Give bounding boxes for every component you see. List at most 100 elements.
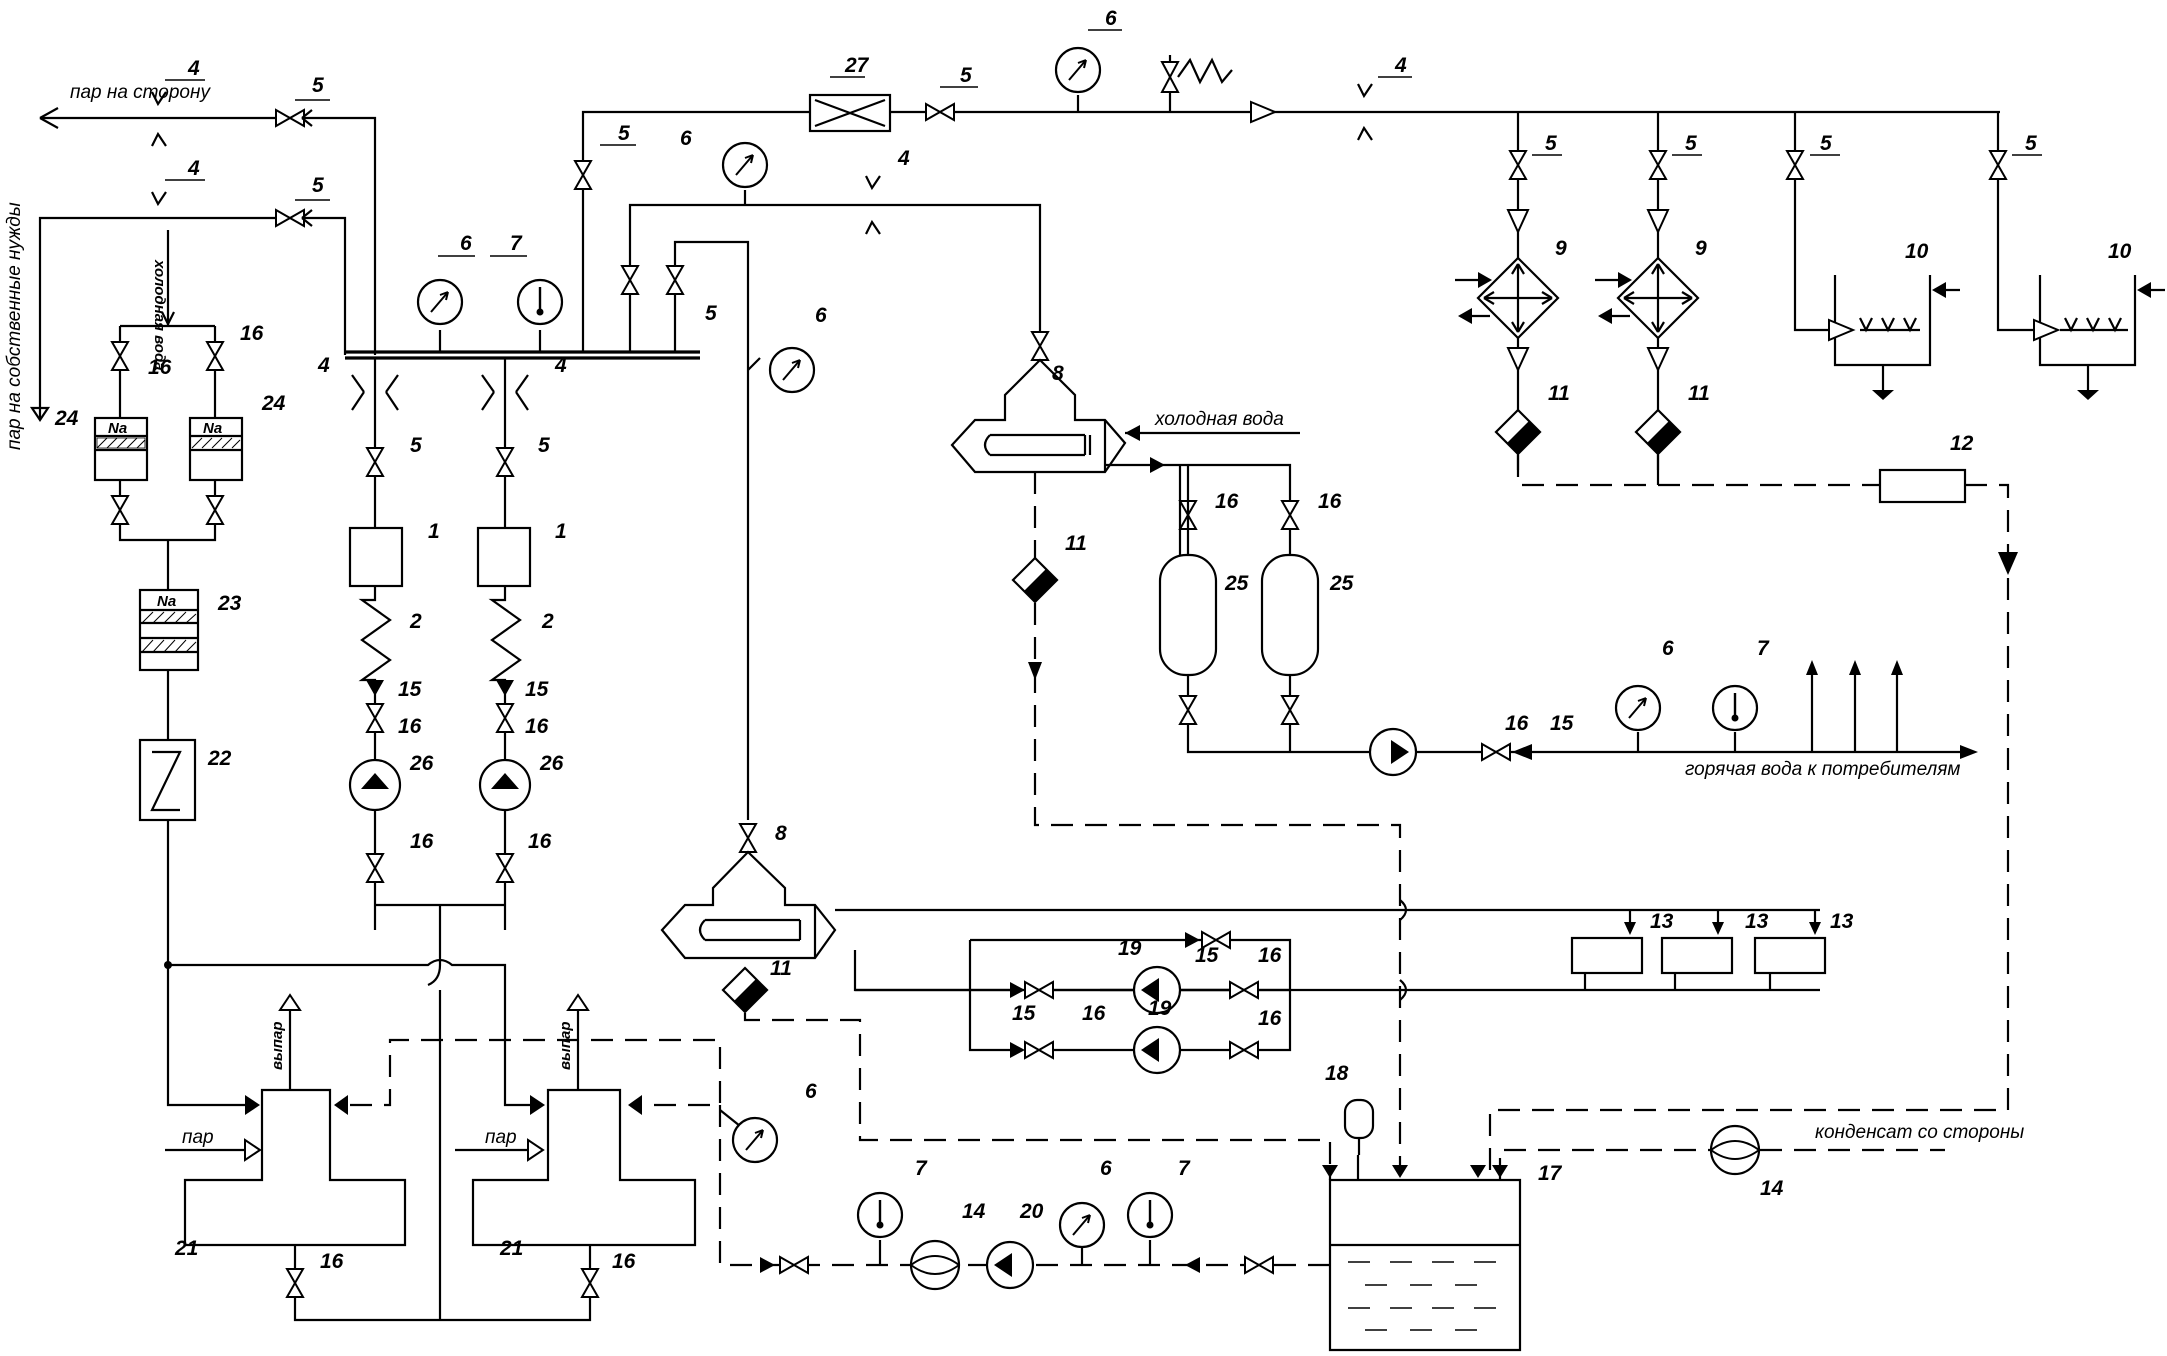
valve-5-hx9a[interactable] (1509, 150, 1527, 180)
boiler-1b (476, 526, 532, 588)
tag: 7 (915, 1157, 928, 1180)
tag: 5 (538, 434, 550, 457)
valve[interactable] (1281, 695, 1299, 725)
tag: 16 (1258, 1007, 1282, 1030)
valve-16[interactable] (111, 341, 129, 371)
valve[interactable] (206, 495, 224, 525)
tag: 8 (775, 822, 787, 845)
tag: 5 (1820, 132, 1832, 155)
condensate-tank-17 (1328, 1178, 1522, 1352)
valve-5-steam-side[interactable] (275, 109, 305, 127)
valve-5[interactable] (666, 265, 684, 295)
tag: 11 (770, 957, 792, 980)
tag: 18 (1325, 1062, 1349, 1085)
steam-trap-11 (721, 966, 769, 1014)
tag: 11 (1688, 382, 1710, 405)
valve-16[interactable] (496, 853, 514, 883)
consumer-13b (1660, 936, 1734, 975)
tag: 6 (680, 127, 692, 150)
valve[interactable] (1179, 695, 1197, 725)
tag: 16 (240, 322, 264, 345)
tag: 6 (1100, 1157, 1112, 1180)
tag: 16 (528, 830, 552, 853)
water-heater-8-upper (950, 358, 1127, 474)
valve-5-boiler-1a[interactable] (366, 447, 384, 477)
feed-pump-20 (985, 1240, 1035, 1290)
tag: 6 (1662, 637, 1674, 660)
valve-5-hx9b[interactable] (1649, 150, 1667, 180)
tag: 4 (1394, 54, 1407, 77)
tag: 5 (2025, 132, 2037, 155)
tag: 5 (705, 302, 717, 325)
consumer-13c (1753, 936, 1827, 975)
tag: 16 (410, 830, 434, 853)
valve-16[interactable] (366, 703, 384, 733)
tag: 24 (261, 392, 286, 415)
tag: 6 (1105, 7, 1117, 30)
valve-5-bath10b[interactable] (1989, 150, 2007, 180)
valve-8-in[interactable] (739, 823, 757, 853)
valve-5-own-needs[interactable] (275, 209, 305, 227)
valve-16[interactable] (496, 703, 514, 733)
tag: 15 (525, 678, 549, 701)
tag: 10 (1905, 240, 1929, 263)
tag: 15 (398, 678, 422, 701)
valve-5[interactable] (621, 265, 639, 295)
steam-trap-11 (1011, 556, 1059, 604)
tag: 12 (1950, 432, 1974, 455)
tag: 25 (1224, 572, 1249, 595)
tag: 16 (1082, 1002, 1106, 1025)
tag: 16 (525, 715, 549, 738)
na-label: Na (203, 420, 222, 437)
tag: 1 (428, 520, 440, 543)
pressure-gauge-6 (768, 346, 816, 394)
thermometer-7 (516, 278, 564, 326)
thermometer-7 (1711, 684, 1759, 732)
label-steam-side: пар на сторону (70, 82, 211, 103)
tag: 5 (410, 434, 422, 457)
valve-16[interactable] (1281, 500, 1299, 530)
valve-5-header-up[interactable] (574, 160, 592, 190)
valve-16[interactable] (366, 853, 384, 883)
tag: 5 (1685, 132, 1697, 155)
tag: 21 (174, 1237, 198, 1260)
label-steam: пар (485, 1127, 517, 1148)
tag: 23 (217, 592, 242, 615)
valve-5-bath10a[interactable] (1786, 150, 1804, 180)
tag: 5 (312, 74, 324, 97)
feed-pump-26b (478, 758, 532, 812)
tag: 9 (1555, 237, 1567, 260)
tag: 21 (499, 1237, 523, 1260)
steam-trap-11 (1634, 408, 1682, 456)
tag: 8 (1052, 362, 1064, 385)
flow-meter-14 (909, 1239, 961, 1291)
tag: 13 (1650, 910, 1674, 933)
valve-5-boiler-1b[interactable] (496, 447, 514, 477)
valve-16[interactable] (581, 1268, 599, 1298)
tag: 11 (1548, 382, 1570, 405)
tag: 16 (1505, 712, 1529, 735)
label-own-needs: пар на собственные нужды (4, 202, 25, 450)
label-condensate: конденсат со стороны (1815, 1122, 2024, 1143)
tag: 7 (1757, 637, 1770, 660)
tag: 4 (897, 147, 910, 170)
flow-meter-14 (1709, 1124, 1761, 1176)
valve-16[interactable] (206, 341, 224, 371)
heat-exchanger-9a (1455, 256, 1560, 340)
deaerator-21a (183, 1088, 407, 1247)
water-heater-8-lower (660, 850, 837, 960)
valve-8-in[interactable] (1031, 331, 1049, 361)
valve[interactable] (111, 495, 129, 525)
na-label: Na (157, 593, 176, 610)
tag: 11 (1065, 532, 1087, 555)
valve-16[interactable] (286, 1268, 304, 1298)
tag: 27 (844, 54, 870, 77)
tag: 19 (1118, 937, 1142, 960)
feed-pump-26a (348, 758, 402, 812)
storage-tank-25a (1158, 553, 1218, 677)
tag: 4 (187, 57, 200, 80)
tag: 16 (1258, 944, 1282, 967)
tag: 15 (1195, 944, 1219, 967)
valve-5-top[interactable] (925, 103, 955, 121)
tag: 16 (148, 356, 172, 379)
